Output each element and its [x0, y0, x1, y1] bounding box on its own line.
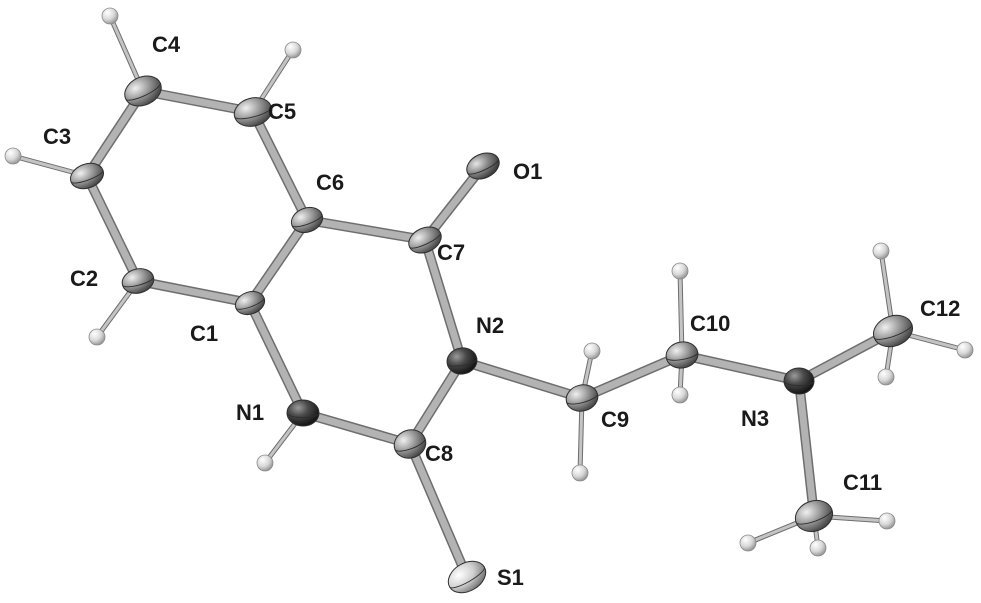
hydrogen-atom-h12b	[956, 341, 974, 359]
atom-o1-principal-ellipse	[467, 158, 499, 175]
atom-c11	[794, 499, 834, 533]
atom-s1-principal-ellipse	[449, 566, 485, 589]
bond-c8-s1	[406, 440, 471, 581]
hydrogen-atom-h11b	[809, 539, 827, 557]
atom-label-c2: C2	[70, 266, 98, 291]
atom-c8-principal-ellipse	[394, 438, 426, 452]
atom-label-n3: N3	[741, 406, 769, 431]
bond-c6-c7	[303, 216, 429, 244]
atom-label-c4: C4	[152, 32, 181, 57]
bond-c6-c1	[246, 216, 311, 307]
bond-c10-h10a	[678, 269, 684, 357]
bond-c10-n3	[678, 351, 803, 385]
atom-c3	[70, 162, 104, 190]
atom-c6-principal-ellipse	[291, 214, 323, 228]
atom-label-c8: C8	[425, 441, 453, 466]
bond-c8-n1	[299, 409, 414, 448]
hydrogen-atom-h3	[4, 147, 22, 165]
atom-c3-principal-ellipse	[70, 170, 104, 184]
atom-label-c12: C12	[920, 296, 960, 321]
bond-n1-c1	[246, 299, 307, 417]
atom-c2-principal-ellipse	[122, 276, 154, 288]
atoms-layer	[4, 7, 974, 594]
hydrogen-atom-h2	[88, 328, 106, 346]
atom-n1	[286, 399, 320, 427]
atom-c12-principal-ellipse	[873, 324, 913, 340]
atom-c9-principal-ellipse	[566, 393, 598, 405]
atom-label-c6: C6	[316, 170, 344, 195]
atom-c4	[124, 75, 162, 107]
hydrogen-atom-h12a	[872, 242, 890, 260]
atom-c12	[873, 314, 913, 348]
hydrogen-atom-h9a	[583, 342, 601, 360]
atom-label-c7: C7	[437, 240, 465, 265]
bond-c7-n2	[421, 236, 466, 365]
atom-n3	[783, 367, 815, 395]
atom-c11-principal-ellipse	[795, 509, 833, 525]
bond-n3-c11	[795, 377, 818, 520]
bond-c9-c10	[578, 351, 686, 402]
hydrogen-atom-h5	[284, 41, 302, 59]
hydrogen-atom-h10b	[671, 386, 689, 404]
hydrogen-atom-h1	[256, 454, 274, 472]
atom-n1-principal-ellipse	[286, 412, 320, 418]
bond-n2-c8	[406, 357, 466, 448]
atom-label-c9: C9	[601, 407, 629, 432]
atom-label-c5: C5	[268, 99, 296, 124]
atom-label-c3: C3	[43, 124, 71, 149]
atom-label-n1: N1	[236, 400, 264, 425]
atom-c1-principal-ellipse	[235, 297, 265, 310]
atom-label-c1: C1	[190, 321, 218, 346]
hydrogen-atom-h9b	[571, 464, 589, 482]
bond-c2-c3	[83, 172, 142, 285]
bond-c5-c6	[249, 108, 311, 224]
atom-c10	[665, 341, 699, 369]
atom-label-n2: N2	[476, 313, 504, 338]
atom-label-o1: O1	[513, 159, 542, 184]
atom-c10-principal-ellipse	[665, 352, 699, 361]
bond-c4-c5	[139, 87, 257, 116]
atom-c7-principal-ellipse	[409, 232, 441, 249]
hydrogen-atom-h11a	[739, 534, 757, 552]
atom-c2	[121, 268, 155, 294]
atom-s1	[447, 560, 487, 594]
atom-label-s1: S1	[497, 565, 524, 590]
atom-labels: C4 C5 C3 C6 O1 C7 C2 C1 N2 C10 C12 N1 C9…	[43, 32, 960, 590]
atom-c5-principal-ellipse	[234, 106, 272, 120]
hydrogen-atom-h4	[101, 7, 119, 25]
atom-c9	[565, 384, 599, 412]
atom-n2-principal-ellipse	[446, 358, 478, 367]
bonds-layer	[10, 13, 968, 582]
bond-c1-c2	[134, 277, 254, 307]
atom-c4-principal-ellipse	[125, 82, 161, 101]
atom-n3-principal-ellipse	[783, 380, 815, 386]
atom-label-c11: C11	[843, 470, 882, 495]
bond-n2-c9	[458, 357, 586, 402]
atom-label-c10: C10	[690, 311, 730, 336]
hydrogen-atom-h12c	[877, 368, 895, 386]
hydrogen-atom-h11c	[878, 512, 896, 530]
hydrogen-atom-h10a	[671, 262, 689, 280]
